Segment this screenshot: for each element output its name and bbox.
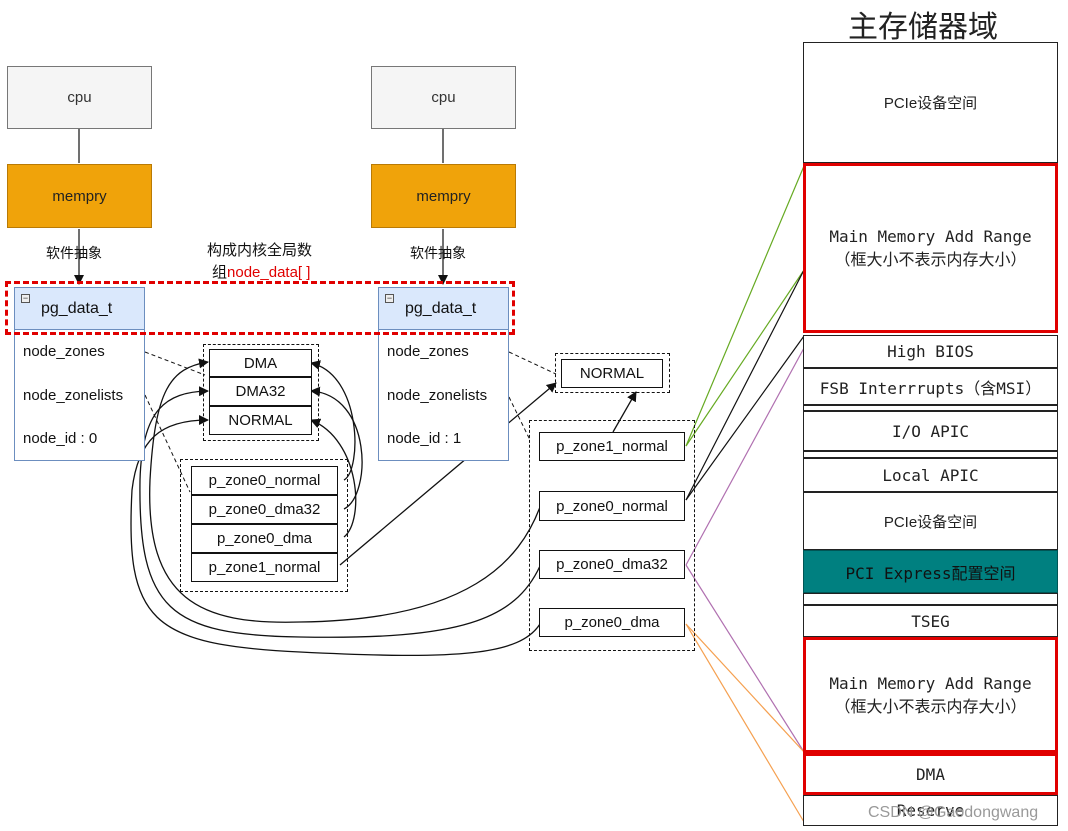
- mem-high-bios: High BIOS: [803, 335, 1058, 368]
- zonelist-left-p-zone0-normal[interactable]: p_zone0_normal: [191, 466, 338, 495]
- mem-main-memory-range-low: Main Memory Add Range （框大小不表示内存大小）: [803, 637, 1058, 753]
- watermark: CSDN @Gaodongwang: [868, 804, 1039, 821]
- zone-normal-right[interactable]: NORMAL: [561, 359, 663, 388]
- abstract-label-left: 软件抽象: [46, 245, 102, 261]
- p-zone1-normal-arrow-left: [339, 382, 557, 566]
- cpu-box-right: cpu: [371, 66, 516, 129]
- field-node-zones-right: node_zones: [387, 343, 469, 360]
- abstract-label-right: 软件抽象: [410, 245, 466, 261]
- mempry-box-right: mempry: [371, 164, 516, 228]
- mem-pcie-device-space-low: PCIe设备空间: [803, 492, 1058, 550]
- zonelist-left-p-zone1-normal[interactable]: p_zone1_normal: [191, 553, 338, 582]
- mem-pcie-device-space-top: PCIe设备空间: [803, 42, 1058, 163]
- map-line-green-1: [685, 165, 805, 447]
- zone-dma32[interactable]: DMA32: [209, 377, 312, 406]
- field-node-zonelists-left: node_zonelists: [23, 387, 124, 404]
- zonelist-group-right: [529, 420, 695, 651]
- zone-dma[interactable]: DMA: [209, 349, 312, 377]
- node-zonelists-link-left: [144, 394, 191, 493]
- node-data-label-array: node_data[ ]: [227, 264, 311, 281]
- zonelist-group-left: [180, 459, 348, 592]
- p-zone0-normal-curve-right: [149, 358, 541, 623]
- zonelist-left-p-zone0-dma[interactable]: p_zone0_dma: [191, 524, 338, 553]
- p-zone0-dma32-curve-right: [139, 386, 541, 638]
- map-line-orange-1: [685, 623, 805, 753]
- node-data-label-line2: 组node_data[ ]: [212, 261, 310, 282]
- mem-tseg: TSEG: [803, 605, 1058, 637]
- map-line-black-2: [685, 335, 805, 501]
- mempry-label-left: mempry: [52, 187, 107, 205]
- mem-gap-1: [803, 405, 1058, 411]
- cpu-box-left: cpu: [7, 66, 152, 129]
- map-line-orange-2: [685, 623, 805, 823]
- map-line-black-1: [685, 269, 805, 501]
- field-node-id-left: node_id : 0: [23, 430, 98, 447]
- zones-group-left: [203, 344, 319, 441]
- mempry-label-right: mempry: [416, 187, 471, 205]
- mem-gap-3: [803, 593, 1058, 605]
- mem-local-apic: Local APIC: [803, 458, 1058, 492]
- node-zones-link-left: [144, 351, 206, 376]
- pg-data-t-body-left: node_zones node_zonelists node_id : 0: [14, 330, 145, 461]
- field-node-zones-left: node_zones: [23, 343, 105, 360]
- zonelist-right-p-zone0-dma32[interactable]: p_zone0_dma32: [539, 550, 685, 579]
- struct-title-right: pg_data_t: [405, 299, 477, 317]
- p-zone1-normal-arrow-right: [612, 391, 637, 433]
- cpu-label-right: cpu: [431, 89, 456, 106]
- zonelist-right-p-zone0-dma[interactable]: p_zone0_dma: [539, 608, 685, 637]
- struct-title-left: pg_data_t: [41, 299, 113, 317]
- map-line-green-2: [685, 269, 805, 447]
- memory-map-title: 主存储器域: [848, 10, 998, 45]
- map-line-purple-2: [685, 564, 805, 753]
- field-node-zonelists-right: node_zonelists: [387, 387, 488, 404]
- p-zone0-dma-curve-left: [310, 418, 357, 538]
- pg-data-t-header-right[interactable]: − pg_data_t: [378, 287, 509, 330]
- node-data-label-line1: 构成内核全局数: [207, 242, 313, 259]
- zonelist-left-p-zone0-dma32[interactable]: p_zone0_dma32: [191, 495, 338, 524]
- collapse-icon[interactable]: −: [385, 293, 394, 303]
- mem-fsb-interrupts: FSB Interrrupts（含MSI）: [803, 368, 1058, 405]
- mem-io-apic: I/O APIC: [803, 411, 1058, 451]
- map-line-purple-1: [685, 347, 805, 566]
- mem-dma: DMA: [803, 753, 1058, 795]
- mem-reserve: Reserve: [803, 795, 1058, 826]
- node-zonelists-link-right: [508, 396, 531, 441]
- mem-pci-express-config-space: PCI Express配置空间: [803, 550, 1058, 593]
- p-zone0-dma32-curve-left: [310, 386, 363, 510]
- mem-gap-2: [803, 451, 1058, 458]
- field-node-id-right: node_id : 1: [387, 430, 462, 447]
- pg-data-t-header-left[interactable]: − pg_data_t: [14, 287, 145, 330]
- mem-main-memory-range-high: Main Memory Add Range （框大小不表示内存大小）: [803, 163, 1058, 333]
- node-data-label-prefix: 组: [212, 264, 228, 281]
- node-zones-link-right: [508, 351, 557, 375]
- zone-normal-left[interactable]: NORMAL: [209, 406, 312, 435]
- node-data-array-frame: [5, 281, 515, 335]
- zones-group-right: [555, 353, 670, 393]
- cpu-label-left: cpu: [67, 89, 92, 106]
- zonelist-right-p-zone0-normal[interactable]: p_zone0_normal: [539, 491, 685, 521]
- mempry-box-left: mempry: [7, 164, 152, 228]
- zonelist-right-p-zone1-normal[interactable]: p_zone1_normal: [539, 432, 685, 461]
- collapse-icon[interactable]: −: [21, 293, 30, 303]
- pg-data-t-body-right: node_zones node_zonelists node_id : 1: [378, 330, 509, 461]
